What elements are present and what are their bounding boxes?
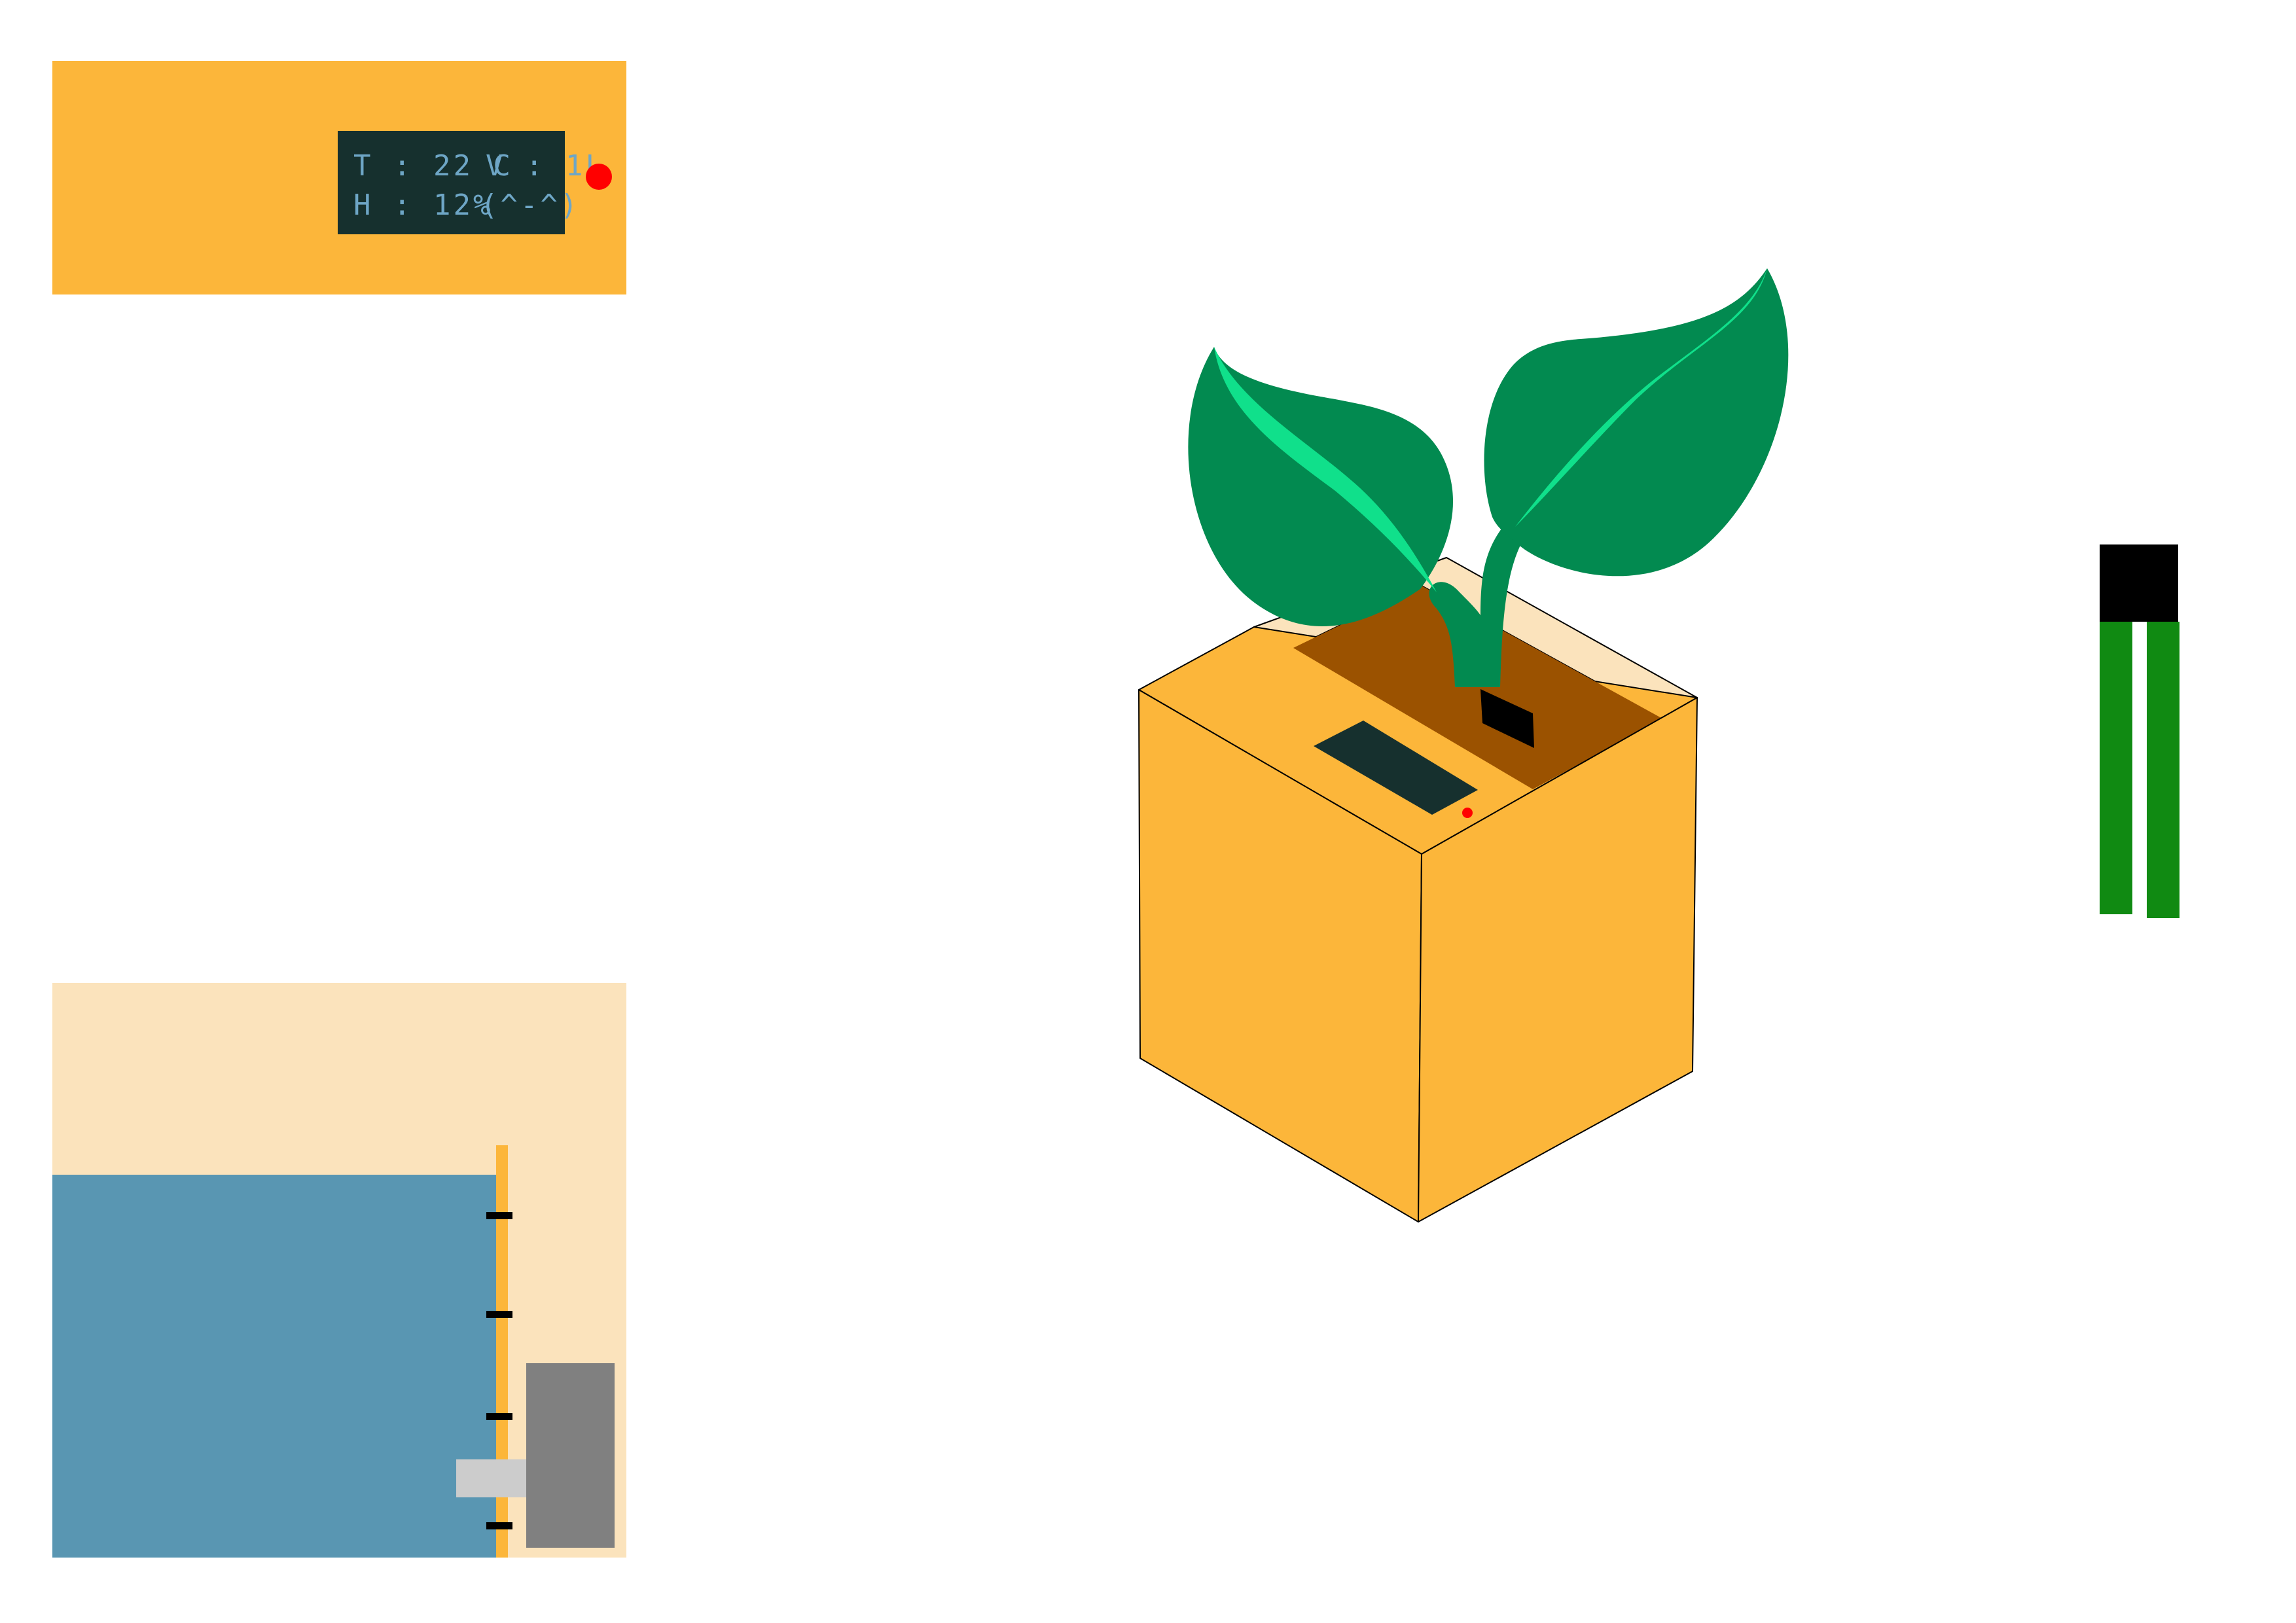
- status-led: [586, 164, 612, 190]
- planter-box: [1138, 557, 1698, 1222]
- lcd-line1-left: T : 22 C: [353, 149, 513, 183]
- seedling-leaf-left: [1188, 347, 1454, 626]
- water-pump: [526, 1363, 615, 1548]
- lcd-line2-right: (^-^): [480, 188, 580, 222]
- planter-sensor-head: [1480, 689, 1534, 748]
- sensor-prong-left: [2100, 622, 2132, 914]
- seedling-stem: [1429, 514, 1529, 687]
- pump-pipe: [456, 1459, 527, 1497]
- tank-water: [52, 1175, 497, 1558]
- level-marker: [486, 1413, 512, 1420]
- seedling: [1188, 268, 1789, 687]
- level-marker: [486, 1522, 512, 1529]
- soil-moisture-sensor: [2100, 544, 2179, 918]
- lcd-line1-right: V : 1L: [486, 149, 605, 183]
- seedling-leaf-left-vein: [1214, 347, 1437, 592]
- lcd-screen: [338, 131, 565, 234]
- level-marker: [486, 1311, 512, 1318]
- lcd-line2-left: H : 12%: [353, 188, 493, 222]
- planter-status-led: [1462, 808, 1473, 818]
- planter-soil: [1293, 586, 1662, 789]
- level-marker: [486, 1212, 512, 1219]
- water-tank-detail: [52, 983, 626, 1558]
- level-gauge-rail: [496, 1145, 508, 1558]
- lcd-panel-detail: T : 22 C V : 1L H : 12% (^-^): [52, 61, 626, 294]
- sensor-prong-right: [2147, 622, 2179, 918]
- sensor-head: [2100, 544, 2178, 622]
- planter-right-face: [1418, 697, 1698, 1222]
- planter-lcd-screen: [1314, 721, 1478, 815]
- seedling-leaf-right: [1484, 268, 1789, 577]
